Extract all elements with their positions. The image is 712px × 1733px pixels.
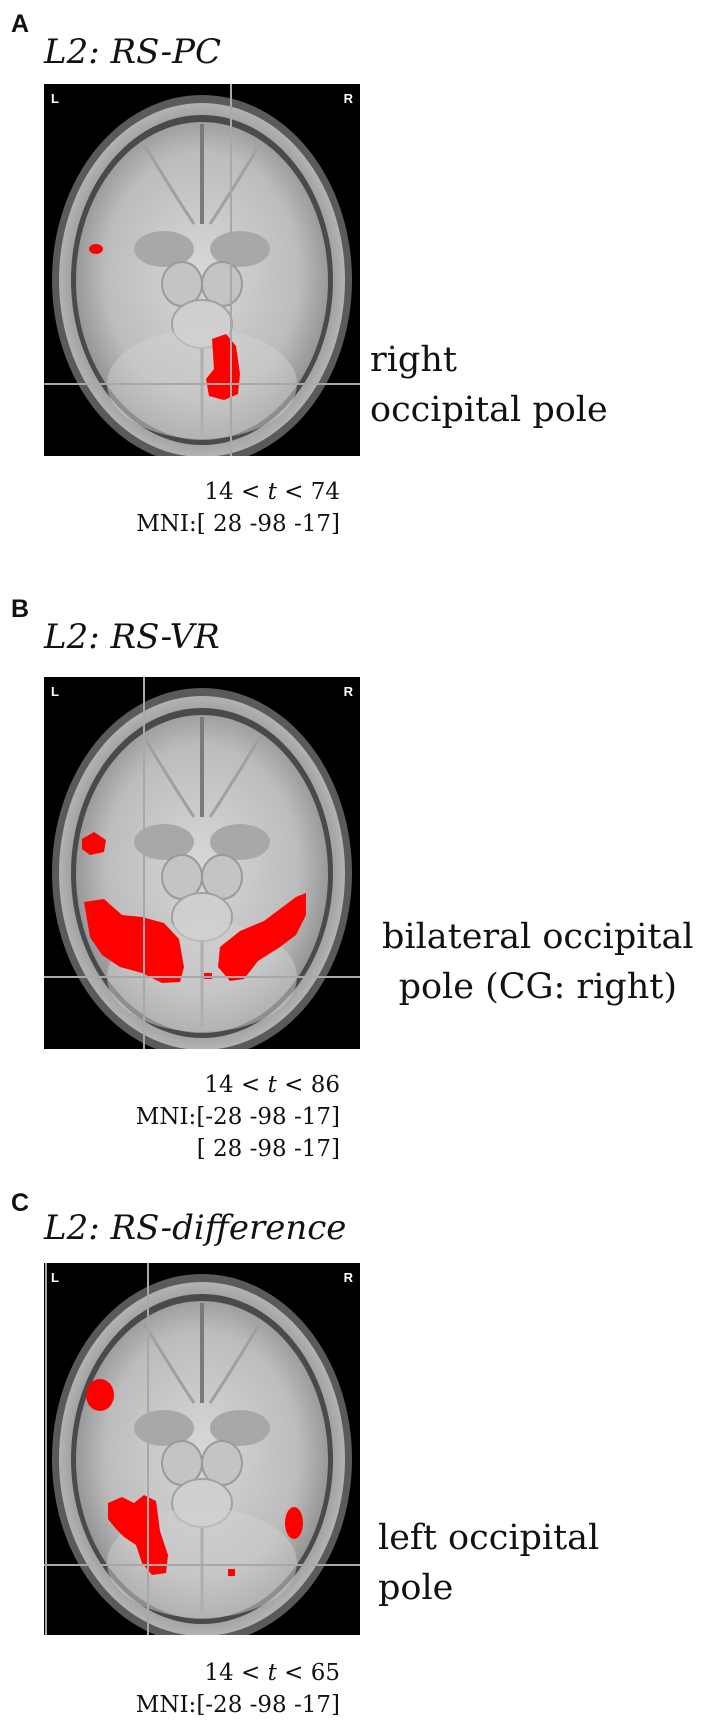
brain-axial-slice-image: L R [44, 677, 360, 1049]
panel-letter: A [11, 10, 30, 38]
t-range: 14 < t < 74 [204, 479, 340, 505]
region-label: left occipital pole [378, 1513, 599, 1613]
right-hemisphere-marker: R [343, 684, 353, 699]
region-line: bilateral occipital [382, 917, 694, 957]
t-range: 14 < t < 65 [204, 1660, 340, 1686]
region-line: pole [378, 1568, 454, 1608]
mni-coordinates: MNI:[-28 -98 -17] [135, 1692, 340, 1718]
panel-a: A L2: RS-PC L R right occipital pole 14 … [0, 10, 712, 538]
activation-clusters [86, 1379, 303, 1576]
left-hemisphere-marker: L [51, 91, 59, 106]
region-line: occipital pole [370, 390, 608, 430]
stats-block: 14 < t < 86 MNI:[-28 -98 -17] [ 28 -98 -… [136, 1069, 340, 1165]
stats-block: 14 < t < 65 MNI:[-28 -98 -17] [136, 1657, 340, 1721]
panel-c: C L2: RS-difference L R left occipital p… [0, 1191, 712, 1731]
right-hemisphere-marker: R [343, 91, 353, 106]
t-range: 14 < t < 86 [204, 1072, 340, 1098]
panel-letter: C [11, 1189, 30, 1217]
left-hemisphere-marker: L [51, 1270, 59, 1285]
region-line: pole (CG: right) [398, 967, 677, 1007]
brain-axial-slice-image: L R [44, 1263, 360, 1635]
panel-title: L2: RS-VR [44, 617, 220, 657]
right-hemisphere-marker: R [343, 1270, 353, 1285]
region-label: bilateral occipital pole (CG: right) [382, 912, 694, 1012]
mni-coordinates: [ 28 -98 -17] [196, 1136, 340, 1162]
mni-coordinates: MNI:[ 28 -98 -17] [136, 511, 340, 537]
left-hemisphere-marker: L [51, 684, 59, 699]
panel-title: L2: RS-difference [44, 1208, 347, 1248]
activation-clusters [82, 832, 306, 983]
region-line: right [370, 340, 457, 380]
stats-block: 14 < t < 74 MNI:[ 28 -98 -17] [136, 476, 340, 540]
mni-coordinates: MNI:[-28 -98 -17] [135, 1104, 340, 1130]
panel-title: L2: RS-PC [44, 32, 221, 72]
panel-letter: B [11, 595, 30, 623]
region-line: left occipital [378, 1518, 600, 1558]
panel-b: B L2: RS-VR L R bilateral occipital pole… [0, 597, 712, 1182]
brain-axial-slice-image: L R [44, 84, 360, 456]
region-label: right occipital pole [370, 335, 608, 435]
